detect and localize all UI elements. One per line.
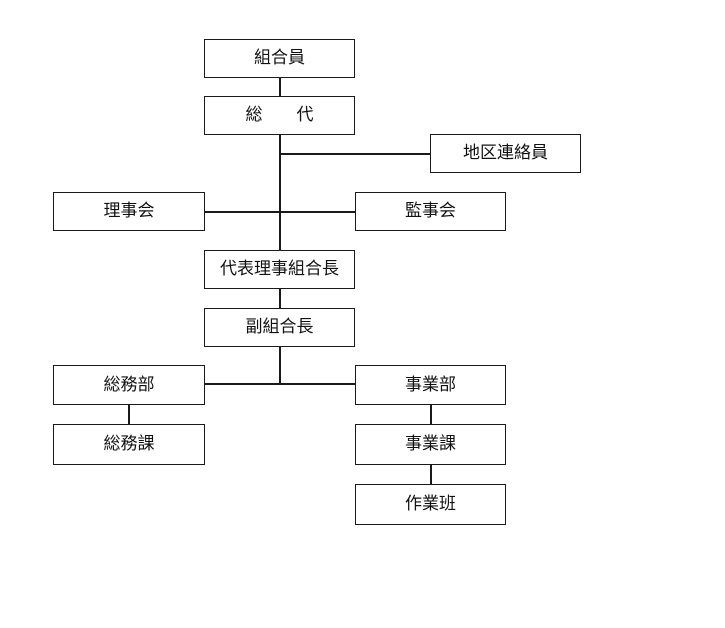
node-representative-director: 代表理事組合長	[204, 250, 355, 289]
node-general-affairs-dept: 総務部	[53, 365, 205, 405]
connector-district-liaison	[279, 153, 431, 155]
connector-members-representatives	[279, 77, 281, 97]
node-general-affairs-section: 総務課	[53, 424, 205, 465]
node-board-of-directors: 理事会	[53, 192, 205, 231]
connector-main-trunk	[279, 134, 281, 251]
connector-business-dept-section	[430, 404, 432, 425]
connector-general-affairs	[128, 404, 130, 425]
node-business-dept: 事業部	[355, 365, 506, 405]
node-board-of-auditors: 監事会	[355, 192, 506, 231]
connector-vice-departments	[279, 346, 281, 384]
connector-boards	[204, 211, 356, 213]
node-representatives: 総 代	[204, 96, 355, 135]
connector-business-section-team	[430, 464, 432, 485]
node-district-liaison: 地区連絡員	[430, 134, 581, 173]
node-vice-president: 副組合長	[204, 308, 355, 347]
node-business-section: 事業課	[355, 424, 506, 465]
connector-director-vice	[279, 288, 281, 309]
node-work-team: 作業班	[355, 484, 506, 525]
connector-departments	[204, 383, 356, 385]
node-members: 組合員	[204, 39, 355, 78]
